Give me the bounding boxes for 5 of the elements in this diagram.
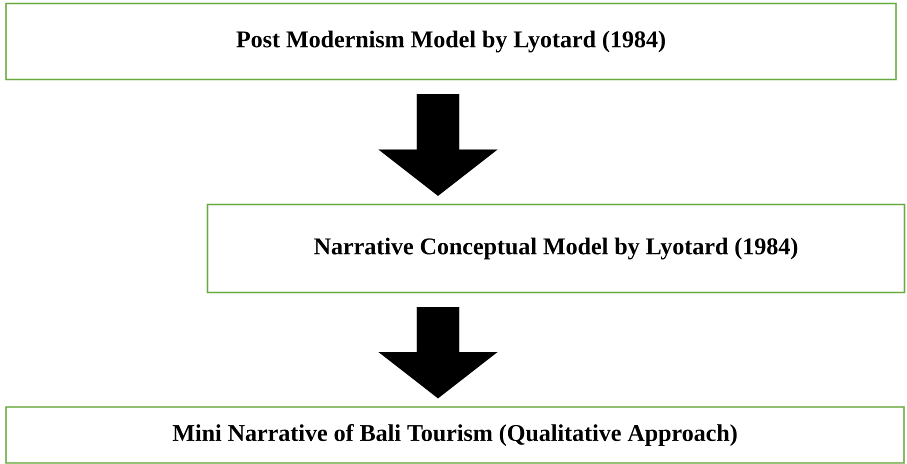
- process-box: Mini Narrative of Bali Tourism (Qualitative Approach): [5, 406, 905, 464]
- block-arrow: [378, 307, 498, 398]
- process-box: Narrative Conceptual Model by Lyotard (1984): [206, 204, 906, 294]
- block-arrow: [378, 94, 498, 196]
- process-box: Post Modernism Model by Lyotard (1984): [5, 2, 897, 80]
